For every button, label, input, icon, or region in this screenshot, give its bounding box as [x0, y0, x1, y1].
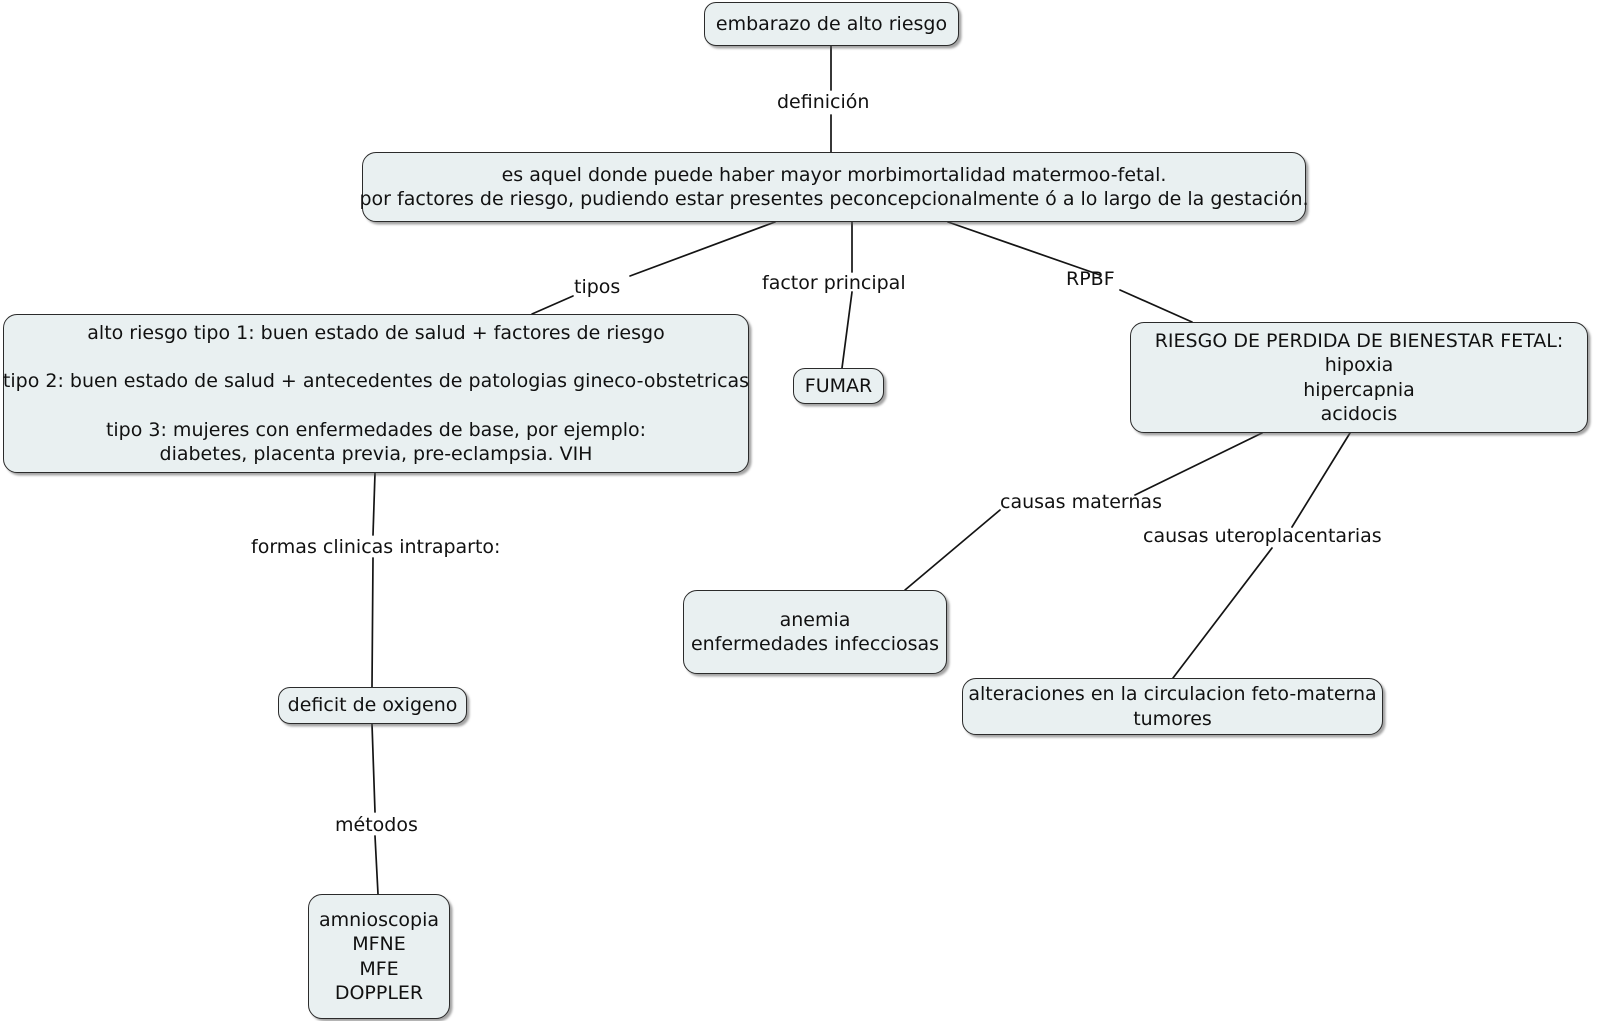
link-label-definicion: definición: [777, 91, 870, 113]
edge-causasmaternas-anemia: [904, 509, 1001, 591]
node-definition[interactable]: es aquel donde puede haber mayor morbimo…: [359, 152, 1309, 222]
link-label-causas-uteroplacentarias: causas uteroplacentarias: [1143, 525, 1382, 547]
edge-formas-deficit: [371, 557, 374, 688]
edge-tiposbox-formas: [372, 472, 376, 536]
edge-rpbfbox-uteroplacentarias: [1291, 432, 1351, 528]
node-alteraciones[interactable]: alteraciones en la circulacion feto-mate…: [962, 678, 1383, 735]
link-label-factor-principal: factor principal: [762, 272, 906, 294]
node-rpbf[interactable]: RIESGO DE PERDIDA DE BIENESTAR FETAL: hi…: [1130, 322, 1588, 433]
edge-defbox-tipos: [629, 221, 776, 277]
node-metodos-lista[interactable]: amnioscopia MFNE MFE DOPPLER: [308, 894, 450, 1019]
edge-tipos-tiposbox: [531, 295, 574, 315]
link-label-metodos: métodos: [335, 814, 418, 836]
node-root[interactable]: embarazo de alto riesgo: [704, 2, 959, 46]
edge-rpbf-rpbfbox: [1119, 289, 1193, 323]
node-fumar[interactable]: FUMAR: [793, 368, 884, 404]
edge-deficit-metodos: [371, 723, 376, 813]
link-label-tipos: tipos: [574, 276, 621, 298]
link-label-formas-clinicas: formas clinicas intraparto:: [251, 536, 501, 558]
edge-metodos-amnioscopia: [374, 835, 379, 895]
node-anemia[interactable]: anemia enfermedades infecciosas: [683, 590, 947, 674]
edge-rpbfbox-causasmaternas: [1134, 432, 1263, 496]
link-label-rpbf: RPBF: [1066, 268, 1115, 290]
edge-uteroplacentarias-alteraciones: [1172, 547, 1273, 679]
node-deficit-oxigeno[interactable]: deficit de oxigeno: [278, 687, 467, 724]
edge-factor-fumar: [841, 291, 853, 369]
link-label-causas-maternas: causas maternas: [1000, 491, 1162, 513]
node-tipos[interactable]: alto riesgo tipo 1: buen estado de salud…: [3, 314, 749, 473]
